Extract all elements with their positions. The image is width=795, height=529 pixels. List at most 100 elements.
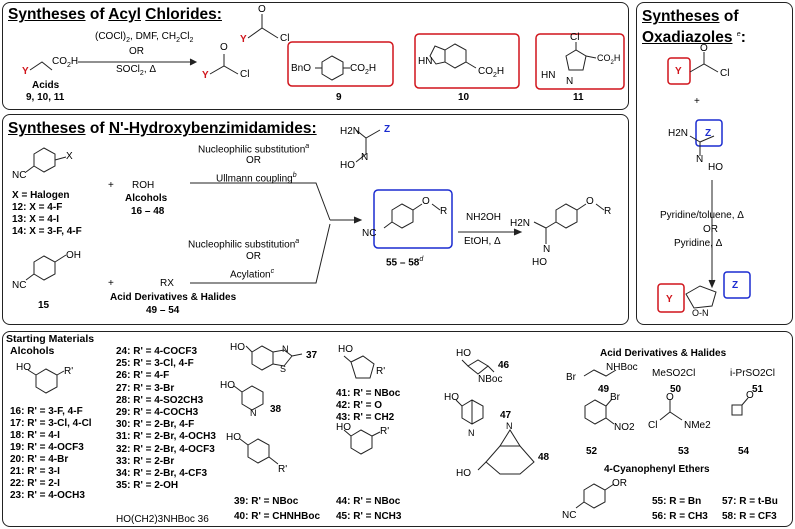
- amid-nc: NC: [12, 170, 27, 181]
- amid-reagent-z: Z: [384, 124, 391, 135]
- compound-12: 12: X = 4-F: [12, 202, 63, 213]
- list2-item: 33: R' = 2-Br: [116, 455, 175, 467]
- acylation: Acylationc: [230, 268, 275, 281]
- product-o-label: O: [422, 196, 430, 207]
- acids-numbers: 9, 10, 11: [26, 92, 65, 103]
- oxa-y: Y: [675, 66, 682, 77]
- c37-s: S: [280, 364, 287, 374]
- list1-item: 19: R' = 4-OCF3: [10, 442, 84, 453]
- list1-item: 16: R' = 3-F, 4-F: [10, 406, 83, 417]
- c44-ho: HO: [336, 422, 351, 433]
- c53-cl: Cl: [648, 420, 658, 431]
- c11-cl: Cl: [570, 32, 580, 43]
- c10-co2h: CO2H: [478, 66, 505, 79]
- oxa-n: N: [696, 154, 704, 165]
- product-y-label: Y: [202, 70, 209, 81]
- oxa-product-z: Z: [732, 280, 739, 291]
- compound-38: 38: [270, 404, 282, 415]
- ether-57: 57: R = t-Bu: [722, 496, 778, 507]
- compound-44: 44: R' = NBoc: [336, 496, 401, 507]
- amid-reagent-ho: HO: [340, 160, 355, 171]
- amid-or-2: OR: [246, 251, 261, 262]
- oxa-cond2: Pyridine, Δ: [674, 238, 723, 249]
- sm-alcohols: Alcohols: [10, 345, 55, 357]
- sm-title: Starting Materials: [6, 333, 95, 345]
- final-h2n: H2N: [510, 218, 531, 229]
- ether-56: 56: R = CH3: [652, 511, 708, 522]
- c52-no2: NO2: [614, 422, 635, 433]
- c52-br: Br: [610, 392, 620, 403]
- c48-ho: HO: [456, 468, 471, 479]
- list2-item: 27: R' = 3-Br: [116, 382, 175, 394]
- c37-n: N: [282, 344, 289, 354]
- oxa-ring-label: O-N: [692, 308, 709, 318]
- compound-53: 53: [678, 446, 690, 457]
- acid-derivatives-label: Acid Derivatives & Halides: [110, 292, 237, 303]
- acids-label: Acids: [32, 80, 60, 91]
- final-o: O: [586, 196, 594, 207]
- list2-item: 29: R' = 4-COCH3: [116, 407, 199, 419]
- c15-nc: NC: [12, 280, 27, 291]
- compound-46: 46: [498, 360, 510, 371]
- oxa-product-y: Y: [666, 294, 673, 305]
- c41-rp: R': [376, 366, 386, 377]
- ether-nc: NC: [562, 510, 577, 521]
- c37-ho: HO: [230, 342, 245, 353]
- acid-derivatives-title: Acid Derivatives & Halides: [600, 348, 727, 359]
- etoh: EtOH, Δ: [464, 236, 501, 247]
- c53-o: O: [666, 392, 674, 403]
- compound-47: 47: [500, 410, 512, 421]
- compound-43: 43: R' = CH2: [336, 412, 395, 423]
- final-n: N: [543, 244, 551, 255]
- c15-oh: OH: [66, 250, 81, 261]
- oxa-or: OR: [703, 224, 718, 235]
- c11-n: N: [566, 76, 574, 87]
- starting-materials-panel: [2, 331, 793, 527]
- oxadiazole-panel: [636, 2, 793, 325]
- amid-or-1: OR: [246, 155, 261, 166]
- product-nc: NC: [362, 228, 377, 239]
- list1-item: 21: R' = 3-I: [10, 466, 60, 477]
- compound-37: 37: [306, 350, 318, 361]
- acid-derivatives-numbers: 49 – 54: [146, 305, 180, 316]
- ether-58: 58: R = CF3: [722, 511, 777, 522]
- compound-48: 48: [538, 452, 550, 463]
- c39-ho: HO: [226, 432, 241, 443]
- compound-41: 41: R' = NBoc: [336, 388, 401, 399]
- acyl-chloride-panel: [2, 2, 629, 110]
- acyl-y-label: Y: [240, 34, 247, 45]
- iprso2cl: i-PrSO2Cl: [730, 368, 776, 379]
- product-r-label: R: [440, 206, 448, 217]
- compound-10-label: 10: [458, 92, 470, 103]
- oxa-plus: +: [694, 96, 700, 107]
- c38-n: N: [250, 408, 257, 418]
- amid-reagent-n: N: [361, 152, 369, 163]
- c9-co2h: CO2H: [350, 63, 377, 76]
- c48-n: N: [506, 421, 513, 431]
- alcohols-numbers: 16 – 48: [131, 206, 165, 217]
- compound-54: 54: [738, 446, 750, 457]
- compound-51: 51: [752, 384, 764, 395]
- acid-co2h: CO2H: [52, 56, 79, 69]
- compound-45: 45: R' = NCH3: [336, 511, 402, 522]
- c11-hn: HN: [541, 70, 556, 81]
- c49-br: Br: [566, 372, 576, 383]
- list2-item: 32: R' = 2-Br, 4-OCF3: [116, 443, 215, 455]
- oxa-cl: Cl: [720, 68, 730, 79]
- list2-item: 26: R' = 4-F: [116, 370, 170, 382]
- list2-item: 30: R' = 2-Br, 4-F: [116, 419, 195, 431]
- compound-52: 52: [586, 446, 598, 457]
- c11-co2h: CO2H: [597, 53, 621, 66]
- list2-item: 28: R' = 4-SO2CH3: [116, 394, 204, 406]
- alcohols-list-2: 24: R' = 4-COCF3 25: R' = 3-Cl, 4-F 26: …: [116, 346, 216, 492]
- list2-item: 34: R' = 2-Br, 4-CF3: [116, 468, 208, 480]
- oxa-h2n: H2N: [668, 128, 689, 139]
- c38-ho: HO: [220, 380, 235, 391]
- compound-14: 14: X = 3-F, 4-F: [12, 226, 82, 237]
- list2-item: 25: R' = 3-Cl, 4-F: [116, 358, 194, 370]
- acyl-cl-label: Cl: [280, 33, 290, 44]
- amidoxime-panel: [2, 114, 629, 325]
- c44-rp: R': [380, 426, 390, 437]
- nh2oh: NH2OH: [466, 212, 502, 223]
- oxa-o: O: [700, 43, 708, 54]
